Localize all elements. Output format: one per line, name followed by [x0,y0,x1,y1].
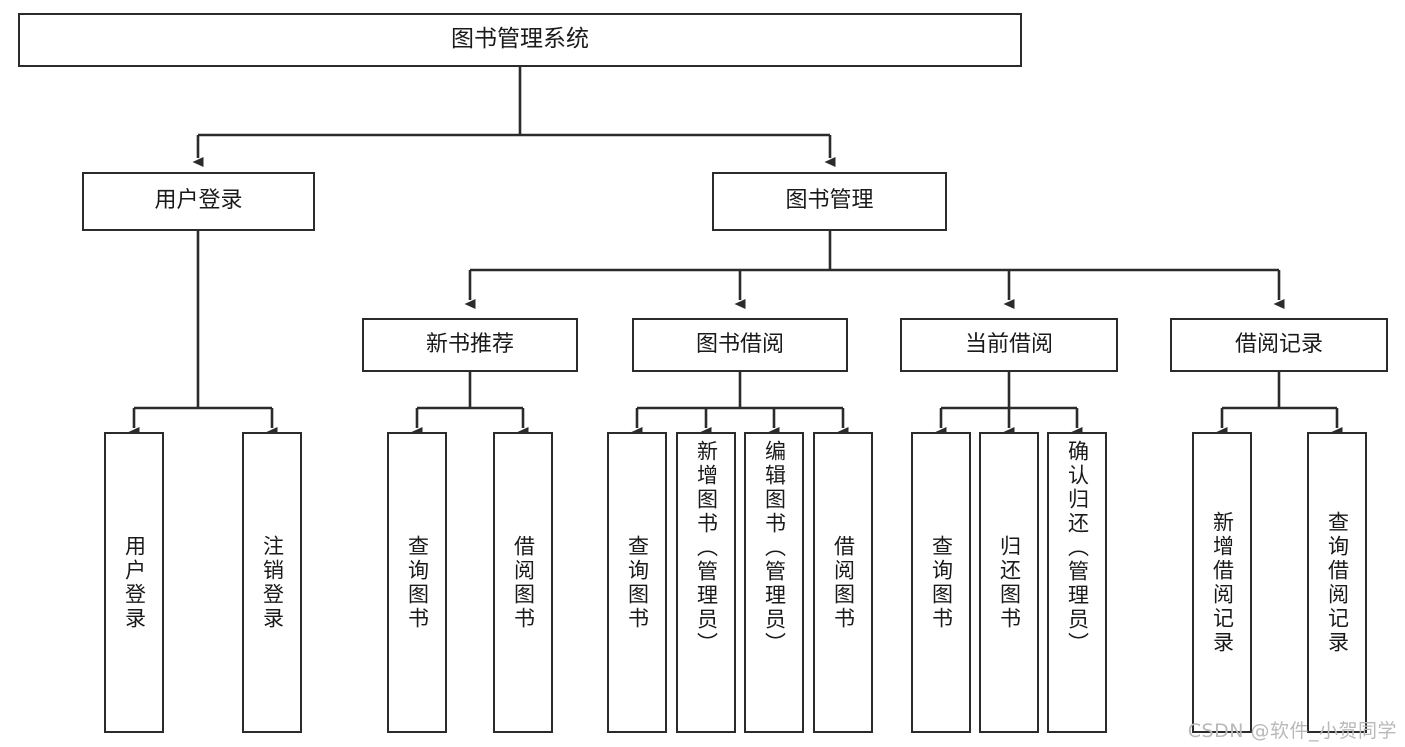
node-book-management[interactable]: 图书管理 [712,172,947,231]
node-current-borrow[interactable]: 当前借阅 [900,318,1118,372]
leaf-user-login-logout[interactable]: 注销登录 [242,432,302,733]
node-label: 新增图书（管理员） [694,440,719,656]
leaf-text-wrap: 查询图书 [913,434,969,731]
node-label: 借阅记录 [1234,331,1323,357]
node-label: 新书推荐 [425,331,514,357]
leaf-borrow-edit-book[interactable]: 编辑图书（管理员） [744,432,804,733]
leaf-text-wrap: 用户登录 [106,434,162,731]
leaf-borrow-borrow-book[interactable]: 借阅图书 [813,432,873,733]
node-label: 查询借阅记录 [1325,510,1350,655]
leaf-record-query-record[interactable]: 查询借阅记录 [1307,432,1367,733]
node-book-borrow[interactable]: 图书借阅 [632,318,848,372]
leaf-text-wrap: 新增借阅记录 [1194,434,1250,731]
node-label: 图书借阅 [695,331,784,357]
node-label: 编辑图书（管理员） [762,440,787,656]
leaf-current-confirm-return[interactable]: 确认归还（管理员） [1047,432,1107,733]
node-label: 当前借阅 [964,331,1053,357]
leaf-text-wrap: 编辑图书（管理员） [746,434,802,731]
node-label: 查询图书 [405,534,430,631]
node-borrow-record[interactable]: 借阅记录 [1170,318,1388,372]
leaf-current-query-book[interactable]: 查询图书 [911,432,971,733]
node-label: 借阅图书 [831,534,856,631]
leaf-record-add-record[interactable]: 新增借阅记录 [1192,432,1252,733]
leaf-text-wrap: 借阅图书 [495,434,551,731]
leaf-recommend-query-book[interactable]: 查询图书 [387,432,447,733]
leaf-user-login-login[interactable]: 用户登录 [104,432,164,733]
leaf-text-wrap: 查询借阅记录 [1309,434,1365,731]
node-root-system[interactable]: 图书管理系统 [18,13,1022,67]
leaf-text-wrap: 归还图书 [981,434,1037,731]
leaf-text-wrap: 确认归还（管理员） [1049,434,1105,731]
leaf-text-wrap: 新增图书（管理员） [678,434,734,731]
csdn-watermark: CSDN @软件_小贺同学 [1187,720,1397,742]
node-label: 注销登录 [260,534,285,631]
node-label: 用户登录 [122,534,147,631]
leaf-current-return-book[interactable]: 归还图书 [979,432,1039,733]
node-label: 图书管理系统 [451,26,589,53]
leaf-text-wrap: 查询图书 [389,434,445,731]
leaf-text-wrap: 借阅图书 [815,434,871,731]
node-label: 查询图书 [625,534,650,631]
node-label: 用户登录 [154,188,243,214]
node-label: 借阅图书 [511,534,536,631]
leaf-borrow-add-book[interactable]: 新增图书（管理员） [676,432,736,733]
leaf-text-wrap: 查询图书 [609,434,665,731]
node-label: 查询图书 [929,534,954,631]
node-label: 归还图书 [997,534,1022,631]
node-label: 图书管理 [785,188,874,214]
leaf-text-wrap: 注销登录 [244,434,300,731]
node-label: 新增借阅记录 [1210,510,1235,655]
node-user-login[interactable]: 用户登录 [82,172,315,231]
node-label: 确认归还（管理员） [1065,440,1090,656]
leaf-recommend-borrow-book[interactable]: 借阅图书 [493,432,553,733]
node-new-book-recommend[interactable]: 新书推荐 [362,318,578,372]
leaf-borrow-query-book[interactable]: 查询图书 [607,432,667,733]
